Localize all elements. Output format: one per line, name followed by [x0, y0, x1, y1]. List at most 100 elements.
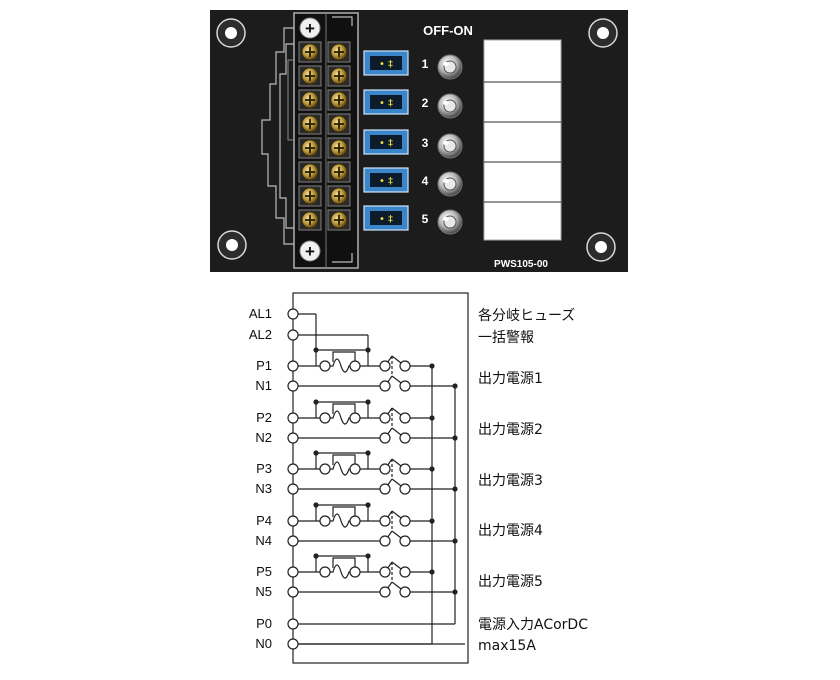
terminal-screw-icon — [298, 137, 322, 159]
plus-symbol-top: + — [305, 19, 315, 38]
terminal-circle — [399, 412, 411, 424]
model-number: PWS105-00 — [494, 259, 548, 270]
alarm-label-line2: 一括警報 — [478, 330, 534, 346]
terminal-circle — [287, 566, 299, 578]
channel-number-3: 3 — [422, 136, 429, 150]
terminal-screw-icon — [327, 89, 351, 111]
junction-dot — [452, 383, 458, 389]
label-plate — [483, 39, 562, 241]
terminal-circle — [379, 535, 391, 547]
input-label-line2: max15A — [478, 638, 536, 654]
pin-label-n3: N3 — [255, 481, 272, 496]
terminal-screw-icon — [327, 185, 351, 207]
terminal-circle — [287, 535, 299, 547]
junction-dot — [365, 502, 371, 508]
terminal-circle — [287, 586, 299, 598]
toggle-switch-1[interactable] — [437, 54, 463, 80]
panel-plate — [210, 10, 628, 272]
junction-dot — [452, 538, 458, 544]
terminal-circle — [287, 618, 299, 630]
junction-dot — [429, 569, 435, 575]
terminal-circle — [399, 483, 411, 495]
terminal-circle — [379, 586, 391, 598]
terminal-circle — [349, 515, 361, 527]
junction-dot — [452, 435, 458, 441]
terminal-screw-icon — [298, 113, 322, 135]
terminal-circle — [287, 412, 299, 424]
diagram-enclosure — [292, 292, 469, 664]
terminal-screw-icon — [298, 65, 322, 87]
fuse-holder-4: • ‡ — [363, 167, 409, 193]
terminal-circle — [399, 463, 411, 475]
terminal-circle — [287, 432, 299, 444]
terminal-screw-icon — [327, 209, 351, 231]
terminal-circle — [399, 380, 411, 392]
toggle-switch-3[interactable] — [437, 133, 463, 159]
off-on-header: OFF-ON — [423, 23, 473, 38]
pin-label-p1: P1 — [256, 358, 272, 373]
channel-number-2: 2 — [422, 96, 429, 110]
pin-label-al1: AL1 — [249, 306, 272, 321]
mounting-holes — [216, 18, 618, 262]
terminal-circle — [379, 432, 391, 444]
junction-dot — [313, 399, 319, 405]
toggle-switch-5[interactable] — [437, 209, 463, 235]
terminal-screw-icon — [327, 161, 351, 183]
fuse-holder-5: • ‡ — [363, 205, 409, 231]
terminal-circle — [399, 535, 411, 547]
toggle-switch-4[interactable] — [437, 171, 463, 197]
terminal-screw-icon — [327, 137, 351, 159]
junction-dot — [365, 553, 371, 559]
junction-dot — [452, 486, 458, 492]
fuse-mark: • ‡ — [379, 214, 393, 225]
junction-dot — [429, 363, 435, 369]
terminal-screw-icon — [327, 65, 351, 87]
terminal-screw-icon — [298, 161, 322, 183]
terminal-circle — [379, 566, 391, 578]
terminal-circle — [287, 515, 299, 527]
pin-label-p4: P4 — [256, 513, 272, 528]
terminal-circle — [287, 380, 299, 392]
terminal-circle — [319, 412, 331, 424]
fuse-mark: • ‡ — [379, 138, 393, 149]
terminal-plus-markers: + + — [299, 17, 321, 262]
output-label-3: 出力電源3 — [478, 473, 543, 489]
fuse-mark: • ‡ — [379, 98, 393, 109]
toggle-switch-2[interactable] — [437, 93, 463, 119]
terminal-circle — [287, 329, 299, 341]
terminal-screw-icon — [298, 89, 322, 111]
fuse-holder-2: • ‡ — [363, 89, 409, 115]
terminal-circle — [287, 638, 299, 650]
junction-dot — [313, 347, 319, 353]
pin-label-n5: N5 — [255, 584, 272, 599]
plus-symbol-bottom: + — [305, 242, 315, 261]
pin-label-p5: P5 — [256, 564, 272, 579]
junction-dot — [313, 502, 319, 508]
junction-dot — [452, 589, 458, 595]
terminal-circle — [379, 463, 391, 475]
terminal-circle — [349, 566, 361, 578]
terminal-screw-icon — [298, 209, 322, 231]
terminal-screw-icon — [298, 185, 322, 207]
terminal-screw-icon — [298, 41, 322, 63]
channel-number-4: 4 — [422, 174, 429, 188]
output-label-5: 出力電源5 — [478, 574, 543, 590]
terminal-circle — [399, 432, 411, 444]
terminal-screw-icon — [327, 113, 351, 135]
terminal-circle — [399, 586, 411, 598]
pin-label-al2: AL2 — [249, 327, 272, 342]
fuse-holder-3: • ‡ — [363, 129, 409, 155]
terminal-circle — [287, 463, 299, 475]
input-label-line1: 電源入力ACorDC — [478, 617, 588, 633]
terminal-circle — [399, 566, 411, 578]
junction-dot — [365, 450, 371, 456]
output-label-2: 出力電源2 — [478, 422, 543, 438]
terminal-circle — [287, 360, 299, 372]
terminal-circle — [399, 515, 411, 527]
junction-dot — [365, 347, 371, 353]
pin-label-n1: N1 — [255, 378, 272, 393]
fuse-holder-1: • ‡ — [363, 50, 409, 76]
terminal-screw-icon — [327, 41, 351, 63]
